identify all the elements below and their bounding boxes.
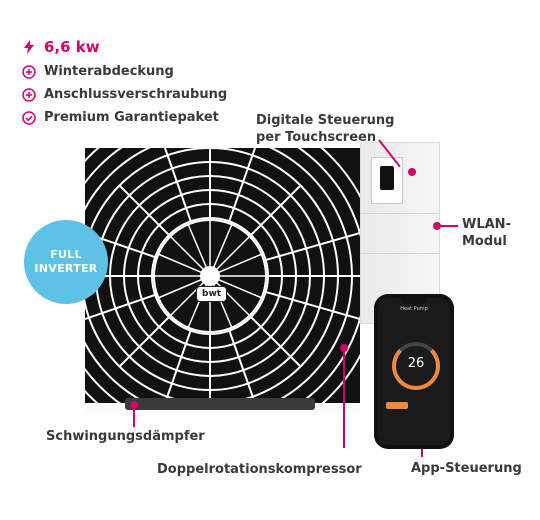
plus-circle-icon bbox=[22, 64, 36, 79]
marker-dot bbox=[433, 222, 441, 230]
feature-item-label: Anschlussverschraubung bbox=[44, 87, 228, 102]
callout-touchscreen-line2: per Touchscreen bbox=[256, 130, 377, 145]
brand-logo: bwt bbox=[196, 286, 228, 302]
app-screen: Heat Pump 26 bbox=[378, 298, 450, 445]
app-mode-button bbox=[386, 402, 408, 409]
callout-damper: Schwingungsdämpfer bbox=[46, 429, 205, 444]
app-title: Heat Pump bbox=[400, 306, 428, 312]
unit-side-panel bbox=[360, 142, 440, 324]
plus-circle-icon bbox=[22, 87, 36, 102]
fan-grille bbox=[39, 105, 381, 447]
temperature-value: 26 bbox=[407, 356, 425, 371]
feature-item: Winterabdeckung bbox=[22, 64, 174, 79]
callout-wlan-line1: WLAN- bbox=[462, 217, 511, 232]
callout-touchscreen: Digitale Steuerung per Touchscreen bbox=[256, 112, 395, 146]
touchscreen bbox=[380, 166, 394, 190]
feature-item-label: Premium Garantiepaket bbox=[44, 110, 219, 125]
full-inverter-badge: FULL INVERTER bbox=[24, 220, 108, 304]
smartphone: Heat Pump 26 bbox=[374, 294, 454, 449]
callout-wlan-line2: Modul bbox=[462, 234, 507, 249]
temperature-dial bbox=[392, 342, 440, 390]
callout-app: App-Steuerung bbox=[411, 461, 522, 476]
marker-dot bbox=[408, 168, 416, 176]
lightning-icon bbox=[22, 40, 36, 54]
callout-compressor: Doppelrotationskompressor bbox=[157, 462, 362, 477]
feature-item: Anschlussverschraubung bbox=[22, 87, 227, 102]
marker-dot bbox=[130, 401, 138, 409]
feature-power-label: 6,6 kw bbox=[44, 38, 100, 56]
feature-power: 6,6 kw bbox=[22, 38, 100, 56]
check-circle-icon bbox=[22, 110, 36, 125]
badge-line2: INVERTER bbox=[34, 262, 98, 275]
heat-pump-unit bbox=[39, 105, 381, 447]
feature-item-label: Winterabdeckung bbox=[44, 64, 174, 79]
feature-item: Premium Garantiepaket bbox=[22, 110, 219, 125]
callout-wlan: WLAN- Modul bbox=[462, 216, 511, 250]
callout-touchscreen-line1: Digitale Steuerung bbox=[256, 113, 395, 128]
marker-dot bbox=[340, 344, 348, 352]
unit-base bbox=[125, 398, 315, 410]
badge-line1: FULL bbox=[50, 248, 82, 261]
